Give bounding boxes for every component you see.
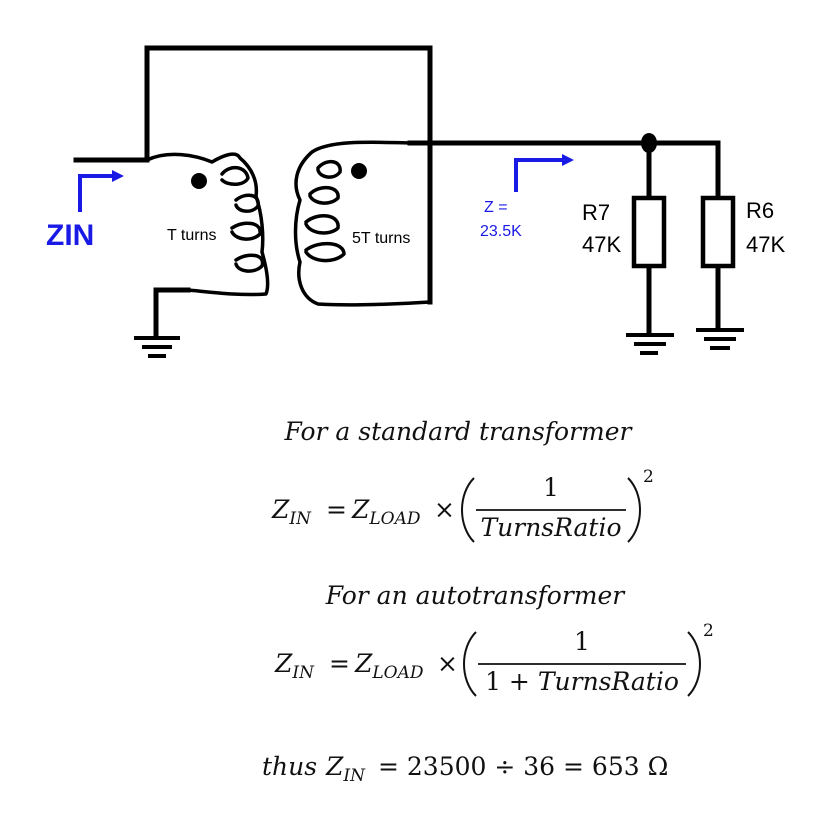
circuit-diagram: ZIN T turns 5T turns Z = 23.5K R7 47K R6… — [46, 45, 785, 358]
primary-polarity-dot — [191, 173, 207, 189]
svg-text:1: 1 — [574, 627, 590, 656]
svg-text:ZIN: ZIN — [325, 752, 366, 786]
svg-text:2: 2 — [643, 467, 654, 487]
load-impedance-label-line2: 23.5K — [480, 223, 522, 240]
primary-ground-wire — [153, 287, 191, 339]
svg-text:ZLOAD: ZLOAD — [354, 649, 424, 683]
svg-text:ZIN: ZIN — [271, 495, 312, 529]
resistor-r6 — [700, 195, 736, 269]
autotransformer-equation: ZIN = ZLOAD × 1 1 + TurnsRatio 2 — [274, 621, 714, 697]
svg-text:2: 2 — [703, 621, 714, 641]
svg-text:thus: thus — [262, 752, 317, 781]
ground-symbol-r6 — [696, 328, 744, 350]
svg-text:ZIN: ZIN — [274, 649, 315, 683]
svg-text:×: × — [434, 495, 455, 524]
r6-value-label: 47K — [746, 232, 785, 257]
svg-text:ZLOAD: ZLOAD — [351, 495, 421, 529]
output-wire — [407, 140, 721, 201]
secondary-winding — [293, 140, 432, 307]
wires — [73, 45, 721, 339]
svg-text:= 23500 ÷ 36 = 653 Ω: = 23500 ÷ 36 = 653 Ω — [378, 752, 668, 781]
primary-winding — [145, 152, 270, 297]
resistor-r7 — [631, 195, 667, 269]
result-equation: thus ZIN = 23500 ÷ 36 = 653 Ω — [262, 752, 668, 786]
top-loop-wire — [144, 45, 433, 305]
svg-text:=: = — [329, 649, 350, 678]
r7-name-label: R7 — [582, 200, 610, 225]
zin-label: ZIN — [46, 219, 94, 252]
equations-block: For a standard transformer ZIN = ZLOAD ×… — [262, 417, 714, 786]
standard-transformer-equation: ZIN = ZLOAD × 1 TurnsRatio 2 — [271, 467, 654, 543]
load-impedance-label-line1: Z = — [484, 199, 508, 216]
primary-turns-label: T turns — [167, 227, 217, 244]
secondary-turns-label: 5T turns — [352, 230, 410, 247]
z-load-arrow-icon — [514, 154, 574, 192]
ground-symbol-r7 — [626, 333, 674, 355]
svg-text:×: × — [437, 649, 458, 678]
svg-text:1: 1 — [543, 473, 559, 502]
secondary-polarity-dot — [351, 163, 367, 179]
zin-arrow-icon — [78, 170, 124, 212]
svg-text:1 + TurnsRatio: 1 + TurnsRatio — [485, 667, 679, 696]
svg-text:TurnsRatio: TurnsRatio — [480, 513, 621, 542]
ground-symbol-primary — [134, 336, 180, 358]
r6-name-label: R6 — [746, 198, 774, 223]
svg-text:=: = — [326, 495, 347, 524]
r7-value-label: 47K — [582, 232, 621, 257]
junction-dot — [641, 133, 657, 153]
autotransformer-heading: For an autotransformer — [325, 581, 627, 610]
standard-transformer-heading: For a standard transformer — [283, 417, 633, 446]
